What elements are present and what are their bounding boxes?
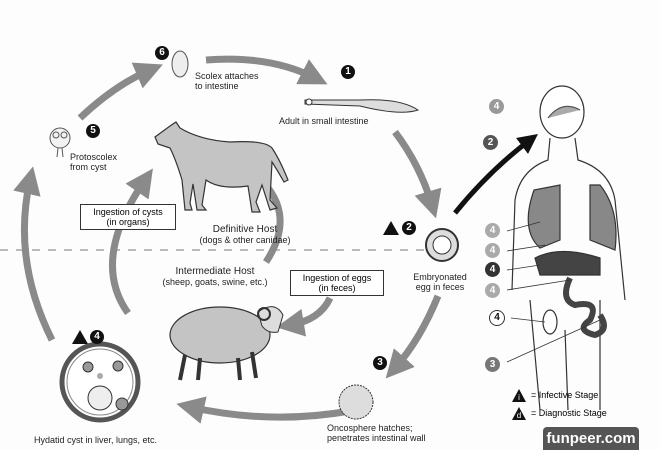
human-body-diagram: [511, 85, 626, 411]
oncosphere-label-line1: Oncosphere hatches;: [327, 423, 413, 433]
diagnostic-triangle-icon: [72, 330, 88, 344]
ingestion-cysts-line1: Ingestion of cysts: [93, 207, 163, 217]
egg-label-line2: egg in feces: [415, 282, 465, 292]
arrow-6-to-1: [205, 55, 328, 85]
watermark: funpeer.com: [543, 427, 639, 450]
dog-icon: [154, 121, 289, 213]
arrow-4-to-5: [13, 166, 56, 342]
arrow-to-human: [453, 133, 538, 215]
badge-1: 1: [341, 65, 355, 79]
intermediate-host-label: Intermediate Host(sheep, goats, swine, e…: [150, 266, 280, 288]
definitive-host-title: Definitive Host: [212, 224, 278, 235]
infective-symbol: i: [518, 392, 520, 402]
definitive-host-subtitle: (dogs & other canidae): [199, 235, 291, 245]
human-badge-lung: 4: [485, 223, 500, 238]
human-badge-liver: 4: [485, 262, 500, 277]
ingestion-eggs-line1: Ingestion of eggs: [302, 273, 372, 283]
arrow-5-to-6: [77, 62, 163, 121]
arrow-1-to-2: [392, 129, 442, 219]
human-badge-2: 2: [483, 135, 498, 150]
intermediate-host-subtitle: (sheep, goats, swine, etc.): [162, 277, 268, 287]
arrow-2-to-3: [385, 294, 442, 379]
legend-infective-text: = Infective Stage: [531, 390, 599, 400]
oncosphere-icon: [338, 384, 374, 420]
sheep-icon: [169, 306, 284, 381]
badge-5: 5: [86, 124, 100, 138]
human-badge-lung2: 4: [485, 243, 500, 258]
infective-stage-icon: i: [512, 388, 526, 402]
arrow-sheep-to-dog: [109, 168, 153, 316]
embryonated-egg-icon: [425, 228, 459, 262]
protoscolex-icon: [49, 127, 71, 158]
legend-infective: i = Infective Stage: [512, 386, 607, 404]
human-badge-3: 3: [485, 357, 500, 372]
hydatid-label: Hydatid cyst in liver, lungs, etc.: [34, 435, 158, 445]
badge-3: 3: [373, 356, 387, 370]
human-badge-bone: 4: [489, 310, 505, 326]
human-badge-intestine: 4: [485, 283, 500, 298]
infective-triangle-icon: [383, 221, 399, 235]
human-pointer-lines: [506, 221, 601, 363]
protoscolex-label-line1: Protoscolex: [70, 152, 118, 162]
protoscolex-label-line2: from cyst: [70, 162, 107, 172]
intermediate-host-title: Intermediate Host: [175, 266, 255, 277]
ingestion-eggs-line2: (in feces): [318, 283, 356, 293]
definitive-host-label: Definitive Host(dogs & other canidae): [180, 224, 310, 246]
scolex-icon: [171, 50, 189, 78]
diagnostic-stage-icon: d: [512, 406, 526, 420]
legend-diagnostic: d = Diagnostic Stage: [512, 404, 607, 422]
badge-6: 6: [155, 46, 169, 60]
scolex-label-line2: to intestine: [195, 81, 239, 91]
ingestion-cysts-line2: (in organs): [106, 217, 150, 227]
legend: i = Infective Stage d = Diagnostic Stage: [512, 386, 607, 422]
arrow-oncosphere-to-cyst: [176, 396, 351, 424]
diagnostic-symbol: d: [516, 410, 522, 420]
arrow-eggs-to-sheep: [276, 296, 334, 337]
badge-2: 2: [402, 221, 416, 235]
ingestion-eggs-box: Ingestion of eggs(in feces): [290, 270, 384, 296]
oncosphere-label-line2: penetrates intestinal wall: [327, 433, 426, 443]
egg-label-line1: Embryonated: [413, 272, 467, 282]
adult-worm-icon: [304, 98, 420, 113]
human-badge-brain: 4: [489, 99, 504, 114]
legend-diagnostic-text: = Diagnostic Stage: [531, 408, 607, 418]
ingestion-cysts-box: Ingestion of cysts(in organs): [80, 204, 176, 230]
hydatid-cyst-icon: [59, 341, 141, 423]
scolex-label-line1: Scolex attaches: [195, 71, 259, 81]
oncosphere-label: Oncosphere hatches;penetrates intestinal…: [327, 423, 426, 443]
badge-4: 4: [90, 330, 104, 344]
adult-label: Adult in small intestine: [279, 116, 369, 126]
